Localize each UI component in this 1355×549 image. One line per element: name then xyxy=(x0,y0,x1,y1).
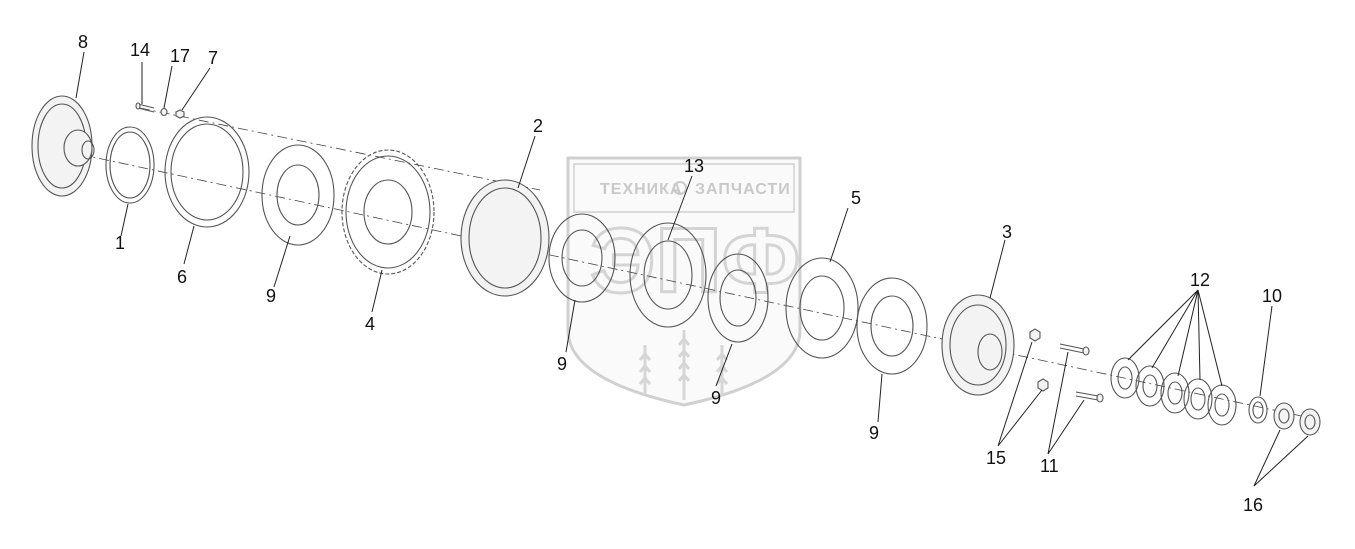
callout-13: 13 xyxy=(684,156,704,176)
part-8-flange-hub xyxy=(31,95,95,197)
part-3-pressure-plate xyxy=(941,294,1015,396)
callout-labels: 8 14 17 7 2 13 5 3 12 10 1 6 9 4 9 9 9 1… xyxy=(78,32,1282,515)
callout-9-c: 9 xyxy=(711,388,721,408)
callout-9-b: 9 xyxy=(557,354,567,374)
part-5-plate xyxy=(785,257,859,359)
part-6-bolt-ring xyxy=(164,116,250,228)
part-17-washer xyxy=(160,107,168,117)
callout-17: 17 xyxy=(170,46,190,66)
callout-2: 2 xyxy=(533,116,543,136)
part-9-friction-disc-3 xyxy=(707,253,769,343)
assembly-axis xyxy=(59,107,1321,421)
part-7-nut xyxy=(175,109,185,119)
watermark-logo: ТЕХНИКА ЗАПЧАСТИ ЭПФ xyxy=(566,156,802,407)
callout-11: 11 xyxy=(1040,456,1059,476)
callout-10: 10 xyxy=(1262,286,1282,306)
watermark-left-word: ТЕХНИКА xyxy=(600,181,683,198)
callout-16: 16 xyxy=(1243,495,1263,515)
callout-1: 1 xyxy=(115,233,125,253)
watermark-gear-icon xyxy=(673,181,687,195)
part-10-ring xyxy=(1248,396,1268,424)
watermark-right-word: ЗАПЧАСТИ xyxy=(695,181,791,198)
part-9-friction-disc-1 xyxy=(261,144,335,246)
part-9-friction-disc-2 xyxy=(548,213,616,303)
part-11-bolts xyxy=(1059,343,1104,403)
callout-6: 6 xyxy=(177,267,187,287)
part-4-sprocket xyxy=(341,149,435,275)
callout-15: 15 xyxy=(986,448,1006,468)
callout-4: 4 xyxy=(365,314,375,334)
part-12-spring-washers xyxy=(1110,357,1237,426)
callout-9-a: 9 xyxy=(266,286,276,306)
watermark-letters: ЭПФ xyxy=(590,210,800,312)
callout-3: 3 xyxy=(1002,222,1012,242)
callout-8: 8 xyxy=(78,32,88,52)
part-2-housing-ring xyxy=(460,179,550,297)
part-1-ring xyxy=(105,126,155,204)
callout-12: 12 xyxy=(1190,270,1210,290)
part-16-nuts xyxy=(1273,402,1321,436)
part-15-nuts xyxy=(1029,328,1049,392)
callout-9-d: 9 xyxy=(869,423,879,443)
callout-5: 5 xyxy=(851,188,861,208)
part-13-plate xyxy=(629,222,707,328)
callout-7: 7 xyxy=(208,48,218,68)
part-14-bolt xyxy=(135,102,155,113)
leader-lines xyxy=(75,51,1309,487)
watermark-wheat-icon xyxy=(638,330,729,400)
callout-14: 14 xyxy=(130,40,150,60)
part-9-friction-disc-4 xyxy=(856,277,928,375)
